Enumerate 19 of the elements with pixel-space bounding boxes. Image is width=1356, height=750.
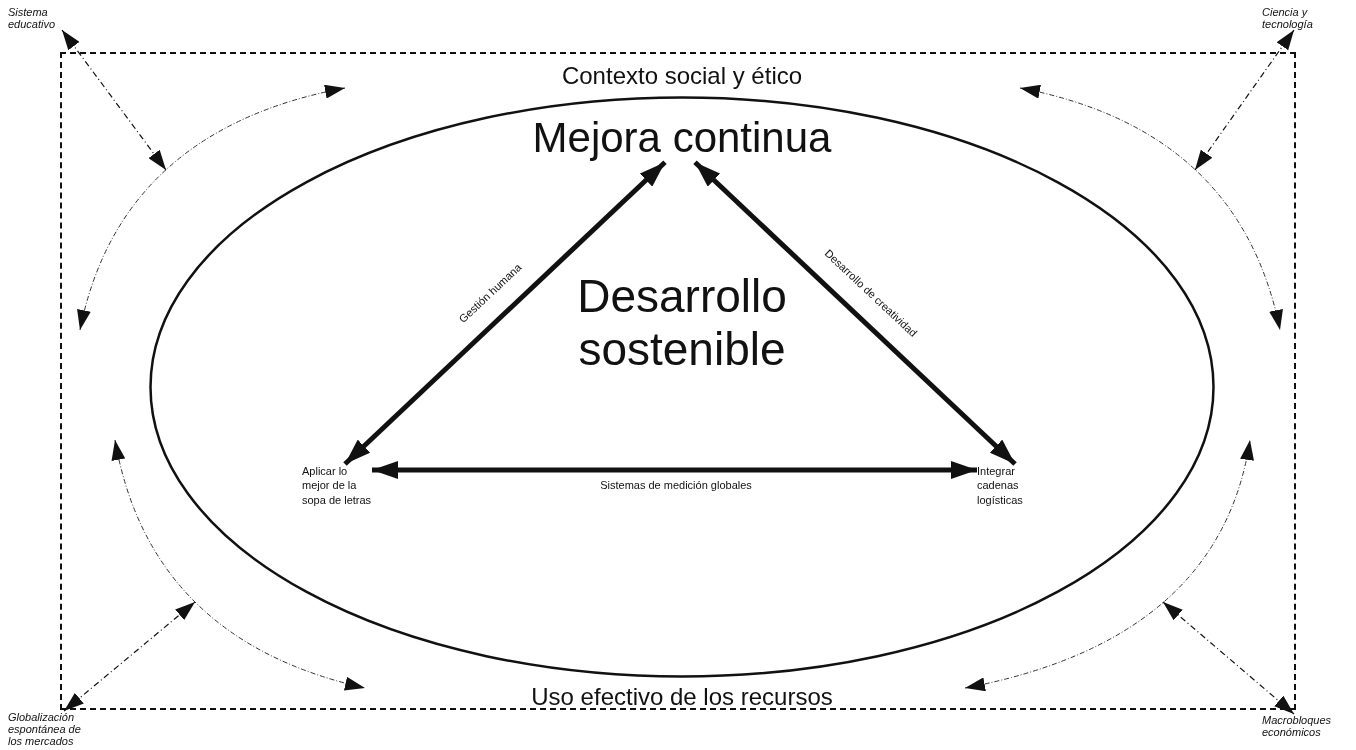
arrow — [1162, 601, 1295, 715]
ellipse — [149, 96, 1215, 678]
arrow — [63, 601, 196, 712]
factor-label: Macrobloques económicos — [1262, 714, 1354, 738]
frame-footer: Uso efectivo de los recursos — [531, 683, 833, 711]
arrow — [693, 160, 1017, 466]
corner-label: Integrar cadenas logísticas — [977, 464, 1035, 507]
arrow — [343, 160, 667, 466]
center-title: Desarrollo sostenible — [576, 270, 788, 376]
corner-label: Aplicar lo mejor de la sopa de letras — [302, 464, 372, 507]
factor-label: Sistema educativo — [8, 6, 88, 30]
edge-label: Sistemas de medición globales — [598, 479, 754, 491]
factor-label: Globalización espontánea de los mercados — [8, 711, 94, 747]
frame-heading: Contexto social y ético — [561, 62, 803, 90]
goal-label: Mejora continua — [502, 114, 862, 163]
arrow — [1194, 29, 1295, 171]
factor-label: Ciencia y tecnología — [1262, 6, 1354, 30]
arrow — [61, 29, 167, 171]
arrow — [372, 461, 977, 479]
